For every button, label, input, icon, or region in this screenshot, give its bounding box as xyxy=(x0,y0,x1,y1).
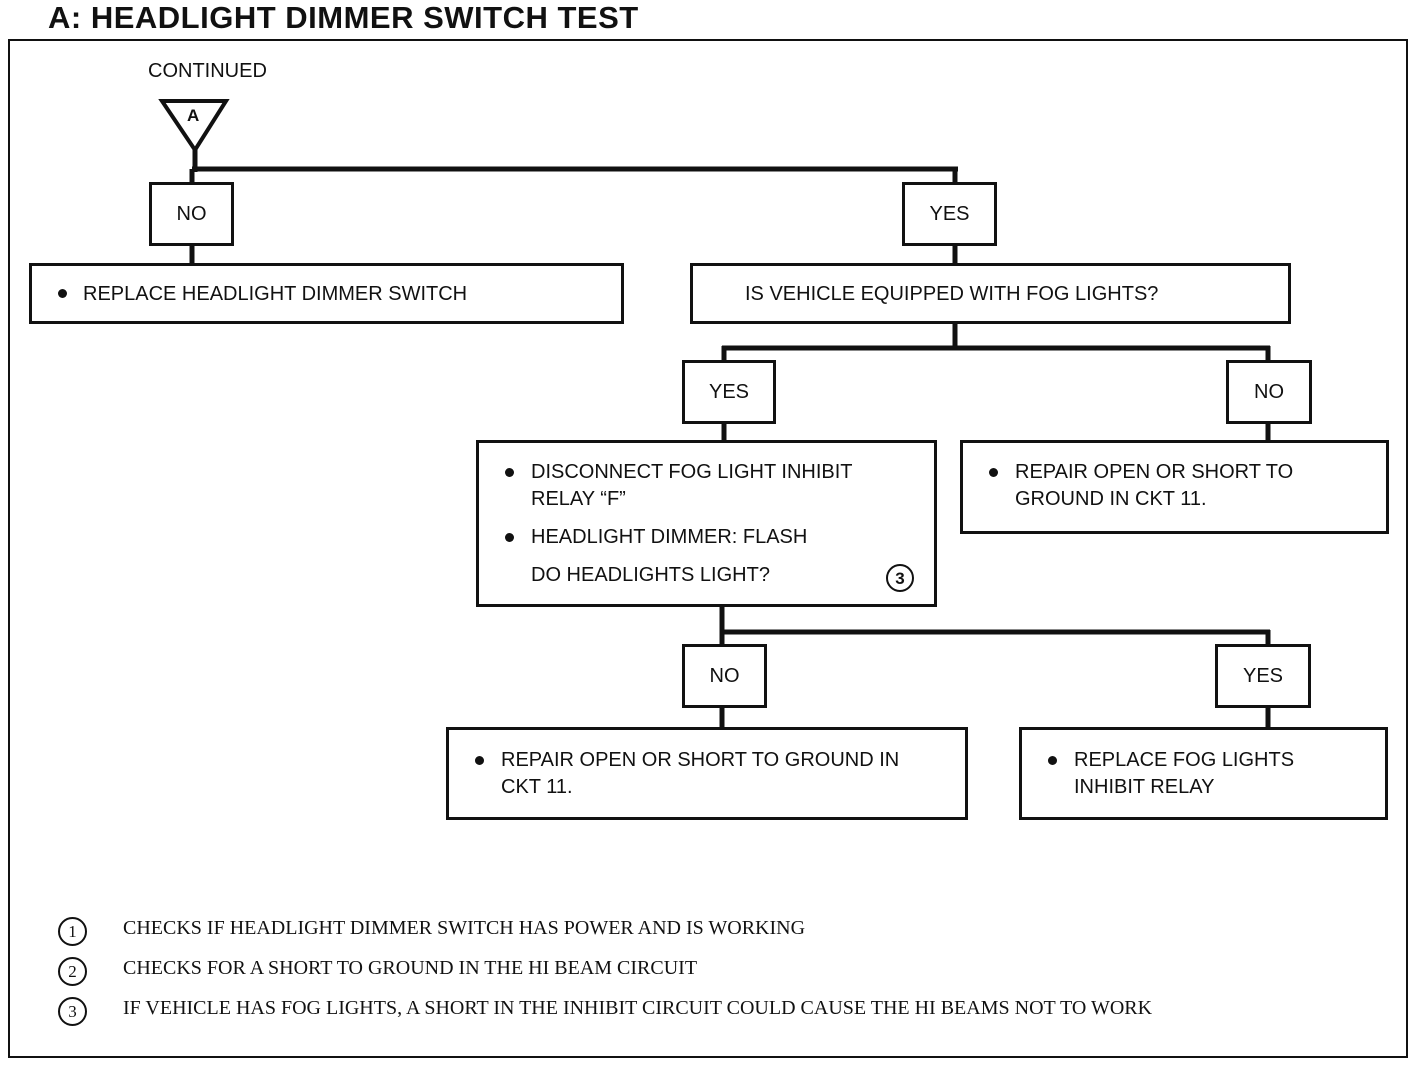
bullet-icon xyxy=(505,468,514,477)
continued-label: CONTINUED xyxy=(148,60,267,82)
decision-no-label: NO xyxy=(176,202,207,225)
test-step-flash: HEADLIGHT DIMMER: FLASH xyxy=(531,526,808,548)
replace-relay-line2: INHIBIT RELAY xyxy=(1074,776,1215,798)
fog-yes-label: YES xyxy=(708,380,750,403)
note-3-reference-icon: 3 xyxy=(886,564,914,592)
lights-yes-box: YES xyxy=(1215,644,1311,708)
note-2-number-icon: 2 xyxy=(58,957,87,986)
inhibit-test-box: DISCONNECT FOG LIGHT INHIBIT RELAY “F” H… xyxy=(476,440,937,607)
replace-switch-text: REPLACE HEADLIGHT DIMMER SWITCH xyxy=(83,283,468,305)
bullet-icon xyxy=(58,289,67,298)
lights-no-box: NO xyxy=(682,644,767,708)
fog-question-box: IS VEHICLE EQUIPPED WITH FOG LIGHTS? xyxy=(690,263,1291,324)
lights-yes-label: YES xyxy=(1242,664,1284,687)
bullet-icon xyxy=(505,533,514,542)
repair-ckt11-box-bottom: REPAIR OPEN OR SHORT TO GROUND IN CKT 11… xyxy=(446,727,968,820)
note-1-text: CHECKS IF HEADLIGHT DIMMER SWITCH HAS PO… xyxy=(123,917,806,939)
bullet-icon xyxy=(1048,756,1057,765)
repair-ckt11-line1: REPAIR OPEN OR SHORT TO xyxy=(1015,461,1294,483)
note-3-text: IF VEHICLE HAS FOG LIGHTS, A SHORT IN TH… xyxy=(123,997,1153,1019)
fog-yes-box: YES xyxy=(682,360,776,424)
fog-no-label: NO xyxy=(1254,380,1284,403)
test-question: DO HEADLIGHTS LIGHT? xyxy=(531,564,770,586)
repair-ckt11-line2: GROUND IN CKT 11. xyxy=(1015,488,1207,510)
replace-switch-box: REPLACE HEADLIGHT DIMMER SWITCH xyxy=(29,263,624,324)
connector-triangle-icon xyxy=(158,99,230,154)
decision-yes-box: YES xyxy=(902,182,997,246)
decision-no-box: NO xyxy=(149,182,234,246)
page-title: A: HEADLIGHT DIMMER SWITCH TEST xyxy=(48,0,639,35)
decision-yes-label: YES xyxy=(929,202,970,225)
repair-ckt11-box-right: REPAIR OPEN OR SHORT TO GROUND IN CKT 11… xyxy=(960,440,1389,534)
connector-letter: A xyxy=(187,106,200,125)
fog-no-box: NO xyxy=(1226,360,1312,424)
note-2-text: CHECKS FOR A SHORT TO GROUND IN THE HI B… xyxy=(123,957,698,979)
fog-question-text: IS VEHICLE EQUIPPED WITH FOG LIGHTS? xyxy=(745,283,1159,305)
replace-relay-line1: REPLACE FOG LIGHTS xyxy=(1074,749,1295,771)
test-step-disconnect: DISCONNECT FOG LIGHT INHIBIT xyxy=(531,461,853,483)
repair-ckt11-bottom-line2: CKT 11. xyxy=(501,776,573,798)
note-3-number-icon: 3 xyxy=(58,997,87,1026)
replace-relay-box: REPLACE FOG LIGHTS INHIBIT RELAY xyxy=(1019,727,1388,820)
bullet-icon xyxy=(475,756,484,765)
test-step-relay: RELAY “F” xyxy=(531,488,626,510)
note-1-number-icon: 1 xyxy=(58,917,87,946)
lights-no-label: NO xyxy=(709,664,740,687)
repair-ckt11-bottom-line1: REPAIR OPEN OR SHORT TO GROUND IN xyxy=(501,749,900,771)
diagram-frame xyxy=(8,39,1408,1058)
bullet-icon xyxy=(989,468,998,477)
